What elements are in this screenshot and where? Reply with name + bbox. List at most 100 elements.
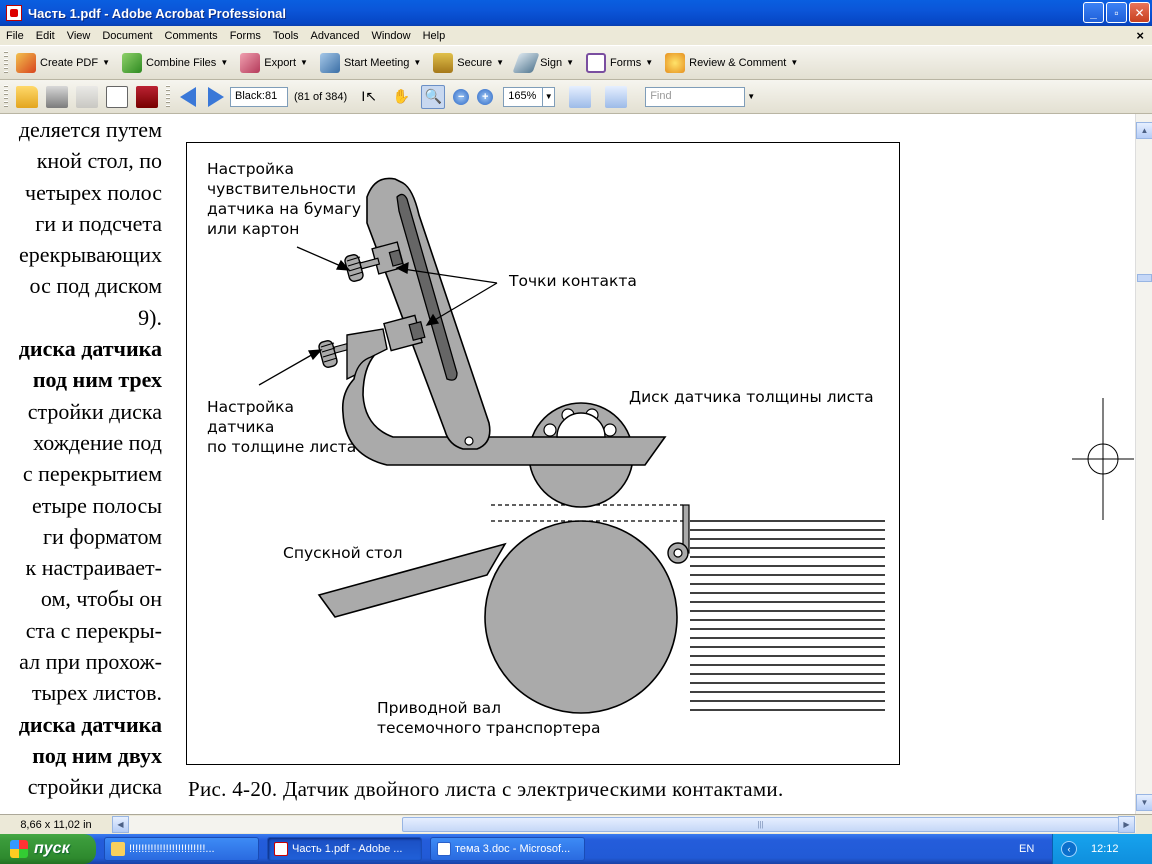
toolbar-grip[interactable] xyxy=(166,84,170,109)
acrobat-app-icon[interactable] xyxy=(6,5,22,21)
text-line: етыре полосы xyxy=(32,492,162,518)
find-dropdown-icon[interactable]: ▼ xyxy=(747,92,756,101)
combine-files-button[interactable]: Combine Files ▼ xyxy=(118,50,236,76)
combine-files-icon xyxy=(122,52,142,73)
crosshair-cursor-icon xyxy=(1072,398,1134,520)
text-line: диска датчика xyxy=(18,711,162,737)
language-indicator[interactable]: EN xyxy=(1019,843,1035,855)
sensor-bracket xyxy=(341,334,667,466)
minimize-button[interactable]: _ xyxy=(1083,2,1104,23)
menu-edit[interactable]: Edit xyxy=(35,29,55,42)
start-label: пуск xyxy=(34,840,70,857)
maximize-button[interactable]: ▫ xyxy=(1106,2,1127,23)
tray-expand-icon[interactable]: ‹ xyxy=(1061,841,1077,857)
menu-document[interactable]: Document xyxy=(102,29,153,42)
menu-tools[interactable]: Tools xyxy=(272,29,299,42)
windows-logo-icon xyxy=(10,840,28,858)
fit-page-icon[interactable] xyxy=(605,85,628,108)
sheet-stack xyxy=(690,520,885,711)
scroll-right-icon[interactable]: ▶ xyxy=(1118,816,1135,833)
next-page-icon[interactable] xyxy=(208,86,224,107)
export-button[interactable]: Export ▼ xyxy=(236,50,316,76)
organizer-icon[interactable] xyxy=(136,85,158,108)
menu-help[interactable]: Help xyxy=(422,29,446,42)
taskbar-task-folder[interactable]: !!!!!!!!!!!!!!!!!!!!!!!!!... xyxy=(104,837,259,861)
taskbar-tasks: !!!!!!!!!!!!!!!!!!!!!!!!!... Часть 1.pdf … xyxy=(96,837,585,861)
page-size-readout: 8,66 x 11,02 in xyxy=(20,818,92,831)
start-meeting-label: Start Meeting xyxy=(343,56,410,69)
previous-page-icon[interactable] xyxy=(180,86,196,107)
window-controls: _ ▫ ✕ xyxy=(1083,2,1150,23)
forms-button[interactable]: Forms ▼ xyxy=(582,50,661,76)
dropdown-arrow-icon: ▼ xyxy=(645,58,654,67)
scroll-left-icon[interactable]: ◀ xyxy=(112,816,129,833)
dropdown-arrow-icon: ▼ xyxy=(102,58,110,67)
vertical-scrollbar[interactable]: ▲ ▼ xyxy=(1135,114,1152,814)
pdf-icon xyxy=(274,842,288,856)
menu-comments[interactable]: Comments xyxy=(164,29,218,42)
save-icon[interactable] xyxy=(76,85,98,108)
taskbar-task-label: Часть 1.pdf - Adobe ... xyxy=(292,843,403,855)
forms-icon xyxy=(586,52,607,73)
lock-icon xyxy=(433,52,454,73)
secure-label: Secure xyxy=(457,56,493,69)
sign-label: Sign xyxy=(540,56,563,69)
menu-forms[interactable]: Forms xyxy=(229,29,261,42)
scroll-down-icon[interactable]: ▼ xyxy=(1136,794,1152,811)
text-line: тырех листов. xyxy=(31,680,162,706)
start-button[interactable]: пуск xyxy=(0,834,96,864)
zoom-in-icon[interactable]: + xyxy=(477,88,494,105)
horizontal-scroll-thumb[interactable]: ||| xyxy=(402,817,1119,832)
text-line: четырех полос xyxy=(25,179,162,205)
text-line: 9). xyxy=(138,304,162,330)
sign-button[interactable]: Sign ▼ xyxy=(512,50,582,76)
title-bar: Часть 1.pdf - Adobe Acrobat Professional… xyxy=(0,0,1152,26)
taskbar-task-word[interactable]: тема 3.doc - Microsof... xyxy=(430,837,585,861)
menu-file[interactable]: File xyxy=(6,29,24,42)
page-number-input[interactable]: Black:81 xyxy=(230,86,288,107)
zoom-dropdown-icon[interactable]: ▼ xyxy=(543,86,556,107)
zoom-tool-icon[interactable]: 🔍 xyxy=(421,84,446,109)
zoom-out-icon[interactable]: − xyxy=(453,88,470,105)
scroll-up-icon[interactable]: ▲ xyxy=(1136,122,1152,139)
print-icon[interactable] xyxy=(46,85,68,108)
text-line: кной стол, по xyxy=(36,148,162,174)
email-icon[interactable] xyxy=(106,85,128,108)
vertical-scroll-thumb[interactable] xyxy=(1137,274,1152,282)
dropdown-arrow-icon: ▼ xyxy=(413,58,422,67)
drive-roller xyxy=(484,520,678,714)
clock: 12:12 xyxy=(1091,843,1119,855)
toolbar-grip[interactable] xyxy=(4,50,8,75)
word-icon xyxy=(437,842,451,856)
menu-window[interactable]: Window xyxy=(371,29,411,42)
horizontal-scrollbar[interactable]: ◀ ||| ▶ xyxy=(112,816,1136,833)
hand-tool-icon[interactable]: ✋ xyxy=(392,88,410,104)
taskbar-task-pdf[interactable]: Часть 1.pdf - Adobe ... xyxy=(267,837,422,861)
zoom-level-input[interactable]: 165% xyxy=(503,86,544,107)
text-line: диска датчика xyxy=(18,336,162,362)
start-meeting-button[interactable]: Start Meeting ▼ xyxy=(316,50,429,76)
text-line: стройки диска xyxy=(27,398,162,424)
combine-files-label: Combine Files xyxy=(146,56,217,69)
text-line: к настраивает- xyxy=(25,555,162,581)
open-folder-icon[interactable] xyxy=(16,85,38,108)
text-line: ги и подсчета xyxy=(35,210,162,236)
review-comment-button[interactable]: Review & Comment ▼ xyxy=(661,50,806,76)
menu-view[interactable]: View xyxy=(66,29,91,42)
close-button[interactable]: ✕ xyxy=(1129,2,1150,23)
fit-width-icon[interactable] xyxy=(569,85,592,108)
create-pdf-button[interactable]: Create PDF ▼ xyxy=(12,50,118,76)
folder-icon xyxy=(111,842,125,856)
review-comment-label: Review & Comment xyxy=(689,56,787,69)
text-line: ерекрывающих xyxy=(18,242,162,268)
text-line: под ним двух xyxy=(32,742,162,768)
select-text-icon[interactable]: I↖ xyxy=(361,88,378,104)
document-close-icon[interactable]: × xyxy=(1136,28,1144,43)
toolbar-grip[interactable] xyxy=(4,84,8,109)
secure-button[interactable]: Secure ▼ xyxy=(429,50,512,76)
menu-advanced[interactable]: Advanced xyxy=(310,29,360,42)
find-input[interactable]: Find xyxy=(645,86,746,107)
create-pdf-icon xyxy=(16,52,36,73)
